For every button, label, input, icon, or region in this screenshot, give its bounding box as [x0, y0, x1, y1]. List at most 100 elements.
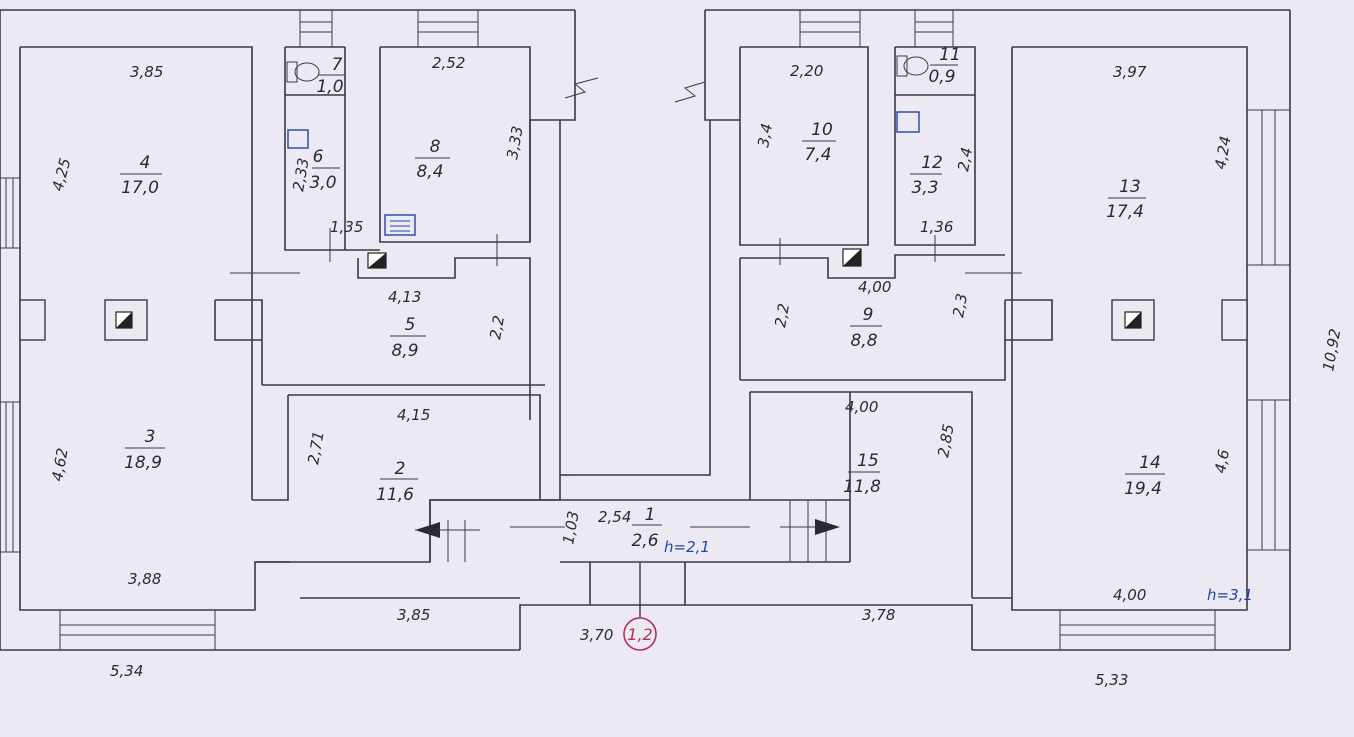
dimension-label: 3,33 [503, 125, 527, 161]
room-3-label: 3 18,9 [124, 427, 165, 473]
room-area: 17,4 [1106, 202, 1144, 222]
dimension-label: 4,62 [48, 447, 72, 483]
dimension-label: 2,2 [486, 314, 508, 341]
toilet-icon [286, 61, 320, 83]
room-labels: 1 2,6 2 11,6 3 18,9 4 17,0 5 8,9 6 3,0 [120, 45, 1165, 551]
room-area: 8,4 [416, 162, 443, 182]
dimension-labels: 3,85 4,25 2,52 3,33 2,33 1,35 4,13 2,2 4… [48, 54, 1344, 689]
dimension-label: 3,70 [580, 626, 613, 644]
dimension-label: 1,36 [920, 218, 953, 236]
dimension-label: 3,85 [397, 606, 430, 624]
dimension-label: 4,24 [1211, 135, 1235, 171]
vent-icon [1124, 311, 1142, 329]
dimension-label: 4,00 [1113, 586, 1146, 604]
room-area: 8,8 [850, 331, 877, 351]
room-area: 7,4 [804, 145, 831, 165]
exit-arrow-left [415, 522, 440, 538]
room-6-label: 6 3,0 [309, 147, 340, 193]
dimension-label: 5,34 [110, 662, 143, 680]
room-number: 14 [1139, 453, 1161, 473]
room-number: 5 [405, 315, 416, 335]
dimension-label: 4,13 [388, 288, 421, 306]
dimension-label: 2,52 [432, 54, 465, 72]
room-5-label: 5 8,9 [390, 315, 426, 361]
interior-walls [0, 9, 1291, 651]
dimension-label: 2,2 [771, 302, 793, 329]
room-12-label: 12 3,3 [910, 153, 943, 198]
height-label: h=2,1 [664, 538, 710, 556]
room-area: 17,0 [121, 178, 159, 198]
room-14-label: 14 19,4 [1124, 453, 1165, 499]
dimension-label: 4,15 [397, 406, 430, 424]
marker-label: 1,2 [627, 625, 652, 644]
height-label: h=3,1 [1207, 586, 1253, 604]
dimension-label: 10,92 [1319, 327, 1344, 372]
room-number: 4 [140, 153, 151, 173]
room-8-label: 8 8,4 [415, 137, 450, 182]
room-11-label: 11 0,9 [928, 45, 960, 87]
sink-icon [287, 129, 309, 149]
dimension-label: 2,4 [954, 146, 976, 173]
room-area: 18,9 [124, 453, 162, 473]
room-7-label: 7 1,0 [316, 55, 345, 97]
vent-icon [842, 248, 862, 267]
dimension-label: 2,20 [790, 62, 823, 80]
room-9-label: 9 8,8 [850, 305, 882, 351]
dimension-label: 1,03 [559, 510, 583, 546]
dimension-label: 3,78 [862, 606, 895, 624]
dimension-label: 4,25 [48, 156, 74, 193]
room-number: 12 [921, 153, 943, 173]
room-area: 3,0 [309, 173, 336, 193]
dimension-label: 3,4 [754, 122, 776, 149]
dimension-label: 2,71 [304, 430, 328, 466]
vent-icon [115, 311, 133, 329]
fixtures [115, 55, 1142, 329]
toilet-icon [896, 55, 929, 77]
room-area: 11,6 [376, 485, 414, 505]
room-number: 6 [313, 147, 324, 167]
dimension-label: 3,88 [128, 570, 161, 588]
room-4-label: 4 17,0 [120, 153, 162, 198]
dimension-label: 5,33 [1095, 671, 1128, 689]
room-number: 11 [939, 45, 961, 65]
room-number: 10 [811, 120, 833, 140]
exit-arrow-right [815, 519, 840, 535]
room-area: 8,9 [391, 341, 418, 361]
room-13-label: 13 17,4 [1106, 177, 1146, 222]
dimension-label: 3,85 [130, 63, 163, 81]
outer-walls [0, 9, 1291, 651]
room-number: 2 [395, 459, 406, 479]
room-area: 1,0 [316, 77, 343, 97]
room-15-label: 15 11,8 [843, 451, 881, 497]
room-area: 11,8 [843, 477, 881, 497]
vent-icon [367, 252, 387, 269]
room-2-label: 2 11,6 [376, 459, 418, 505]
dimension-label: 4,6 [1211, 448, 1233, 475]
dimension-label: 3,97 [1113, 63, 1147, 81]
room-area: 3,3 [911, 178, 938, 198]
dimension-label: 2,33 [289, 157, 313, 193]
room-number: 8 [430, 137, 441, 157]
room-number: 7 [332, 55, 343, 75]
dimension-label: 4,00 [845, 398, 878, 416]
room-area: 0,9 [928, 67, 955, 87]
dimension-label: 2,85 [934, 423, 958, 459]
section-marker: 1,2 [623, 562, 657, 651]
room-number: 15 [857, 451, 879, 471]
dimension-label: 2,54 [598, 508, 631, 526]
height-notes: h=2,1 h=3,1 [664, 538, 1253, 604]
room-number: 3 [145, 427, 156, 447]
dimension-label: 4,00 [858, 278, 891, 296]
dimension-label: 1,35 [330, 218, 363, 236]
stove-icon [384, 214, 416, 236]
room-number: 9 [863, 305, 874, 325]
room-number: 1 [645, 505, 656, 525]
room-10-label: 10 7,4 [802, 120, 836, 165]
room-number: 13 [1119, 177, 1141, 197]
room-area: 2,6 [631, 531, 658, 551]
sink-icon [896, 111, 920, 133]
dimension-label: 2,3 [949, 292, 971, 319]
room-1-label: 1 2,6 [631, 505, 662, 551]
